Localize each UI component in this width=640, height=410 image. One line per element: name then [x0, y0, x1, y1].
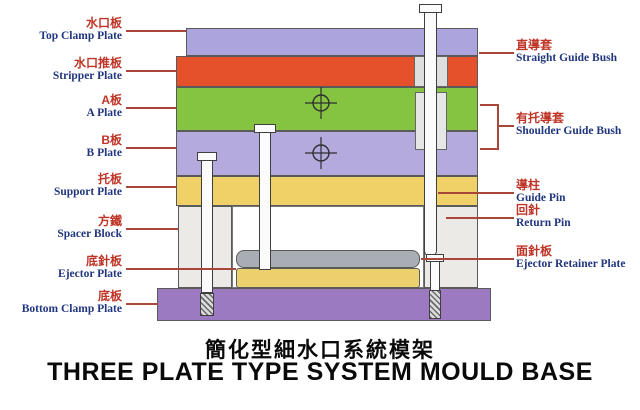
label-zh: 回針	[516, 203, 541, 217]
label-top-clamp-plate: 水口板 Top Clamp Plate	[0, 16, 124, 43]
label-shoulder-guide-bush: 有托導套 Shoulder Guide Bush	[516, 111, 640, 138]
guide-pin-left-thread	[200, 293, 214, 316]
label-zh: 導柱	[516, 178, 541, 192]
label-en: Top Clamp Plate	[39, 30, 122, 43]
leader-spacer	[126, 228, 178, 230]
guide-pin-shaft	[424, 12, 437, 256]
return-pin-thread	[429, 290, 441, 319]
bracket-spine	[497, 104, 499, 150]
bracket-tick-lower	[480, 148, 498, 150]
plate-ejector	[236, 268, 420, 288]
leader-b-plate	[126, 147, 176, 149]
label-zh: 水口推板	[73, 56, 122, 70]
leader-bottom-clamp	[126, 303, 158, 305]
label-en: Spacer Block	[57, 228, 122, 241]
label-en: Straight Guide Bush	[516, 52, 617, 65]
label-return-pin: 回針 Return Pin	[516, 203, 640, 230]
leader-guide-pin	[438, 192, 514, 194]
title-english: THREE PLATE TYPE SYSTEM MOULD BASE	[47, 358, 593, 386]
label-b-plate: B板 B Plate	[0, 133, 124, 160]
label-bottom-clamp-plate: 底板 Bottom Clamp Plate	[0, 289, 124, 316]
label-ejector-plate: 底針板 Ejector Plate	[0, 254, 124, 281]
label-a-plate: A板 A Plate	[0, 93, 124, 120]
label-en: Return Pin	[516, 217, 571, 230]
bracket-tick-upper	[480, 104, 498, 106]
leader-support	[126, 186, 176, 188]
label-en: A Plate	[86, 107, 122, 120]
label-straight-guide-bush: 直導套 Straight Guide Bush	[516, 38, 640, 65]
label-en: Guide Pin	[516, 192, 566, 205]
label-en: Stripper Plate	[52, 70, 122, 83]
leader-ejector-plate	[126, 268, 236, 270]
leader-stripper	[126, 70, 176, 72]
leader-a-plate	[126, 107, 176, 109]
leader-ejector-retainer	[421, 258, 514, 260]
bracket-connector	[498, 125, 514, 127]
label-zh: A板	[101, 93, 122, 107]
label-zh: 水口板	[85, 16, 122, 30]
label-support-plate: 托板 Support Plate	[0, 172, 124, 199]
label-spacer-block: 方鐵 Spacer Block	[0, 214, 124, 241]
leader-top-clamp	[126, 30, 186, 32]
title-chinese: 簡化型細水口系統模架	[205, 339, 435, 362]
label-en: Shoulder Guide Bush	[516, 125, 622, 138]
label-zh: B板	[101, 133, 122, 147]
label-zh: 方鐵	[97, 214, 122, 228]
label-zh: 托板	[97, 172, 122, 186]
label-en: Ejector Plate	[58, 268, 122, 281]
plate-ejector-retainer	[236, 250, 420, 268]
label-ejector-retainer-plate: 面針板 Ejector Retainer Plate	[516, 244, 640, 271]
puller-pin-shaft	[259, 132, 271, 270]
label-zh: 直導套	[516, 38, 553, 52]
leader-straight-bush	[479, 52, 514, 54]
label-zh: 面針板	[516, 244, 553, 258]
label-zh: 有托導套	[516, 111, 565, 125]
guide-pin-left-shaft	[201, 160, 213, 293]
label-zh: 底針板	[85, 254, 122, 268]
label-en: Support Plate	[53, 186, 122, 199]
label-guide-pin: 導柱 Guide Pin	[516, 178, 640, 205]
label-en: Bottom Clamp Plate	[21, 303, 122, 316]
crosshair-mark-lower	[305, 137, 337, 169]
leader-return-pin	[446, 217, 514, 219]
label-zh: 底板	[97, 289, 122, 303]
label-en: B Plate	[86, 147, 122, 160]
label-en: Ejector Retainer Plate	[516, 258, 626, 271]
crosshair-mark-upper	[305, 87, 337, 119]
label-stripper-plate: 水口推板 Stripper Plate	[0, 56, 124, 83]
